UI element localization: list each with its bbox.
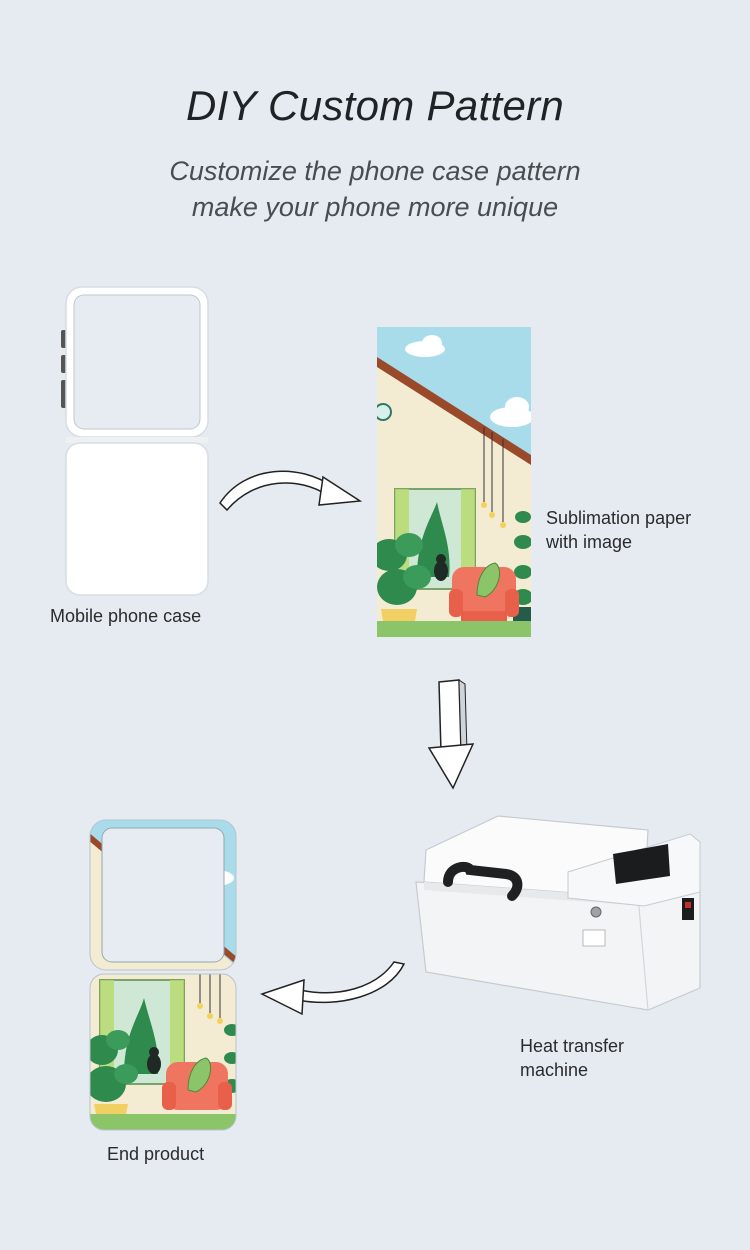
- page-title: DIY Custom Pattern: [185, 82, 565, 129]
- heat-transfer-machine: [408, 812, 708, 1012]
- end-product-case: [88, 818, 238, 1132]
- paper-label-line-1: Sublimation paper: [546, 508, 692, 528]
- paper-label-line-2: with image: [546, 532, 633, 552]
- subtitle-line-2: make your phone more unique: [191, 192, 559, 222]
- machine-label-line-1: Heat transfer: [520, 1036, 625, 1056]
- curved-arrow-icon: [215, 455, 365, 515]
- machine-label-line-2: machine: [520, 1060, 589, 1080]
- sublimation-paper-image: [377, 327, 531, 637]
- curved-arrow-left-icon: [258, 960, 410, 1020]
- blank-phone-case: [58, 285, 213, 600]
- subtitle-line-1: Customize the phone case pattern: [169, 156, 581, 186]
- down-arrow-icon: [425, 678, 477, 792]
- end-product-label: End product: [107, 1144, 205, 1164]
- phone-case-label: Mobile phone case: [50, 606, 202, 626]
